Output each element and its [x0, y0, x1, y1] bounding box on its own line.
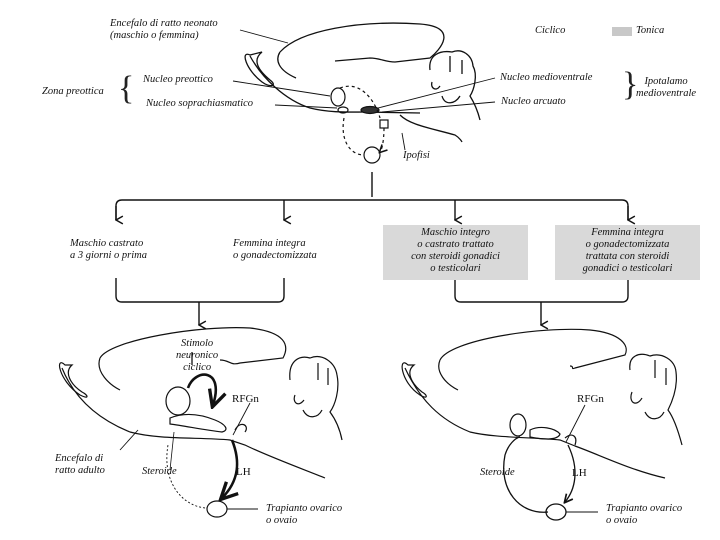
left-rfgn-label: RFGn: [232, 393, 259, 405]
condition-treated-male-box: Maschio integro o castrato trattato con …: [383, 225, 528, 280]
arcuate-nucleus-label: Nucleo arcuato: [501, 96, 566, 107]
adult-brain-label: Encefalo di ratto adulto: [55, 453, 105, 477]
neonatal-brain-title-line2: (maschio o femmina): [110, 30, 199, 41]
legend-tonic-swatch: [612, 27, 632, 36]
right-rfgn-label: RFGn: [577, 393, 604, 405]
condition-line: con steroidi gonadici: [411, 251, 500, 262]
hypothalamus-label-line1: Ipotalamo: [644, 76, 688, 87]
condition-line: o castrato trattato: [417, 239, 494, 250]
condition-line: o gonadectomizzata: [585, 239, 670, 250]
adult-brain-label-line2: ratto adulto: [55, 465, 105, 476]
condition-line: Maschio integro: [421, 227, 490, 238]
hypothalamus-label-line2: medioventrale: [636, 88, 697, 99]
condition-line: a 3 giorni o prima: [70, 250, 148, 261]
condition-treated-female-box: Femmina integra o gonadectomizzata tratt…: [555, 225, 700, 280]
legend-tonic-label: Tonica: [636, 25, 665, 36]
right-transplant-line2: o ovaio: [606, 515, 638, 526]
preoptic-zone-brace: {: [118, 70, 135, 107]
hypothalamus-brace: }: [622, 66, 639, 103]
condition-line: trattata con steroidi: [585, 251, 670, 262]
left-transplant-line1: Trapianto ovarico: [266, 503, 343, 514]
condition-line: Femmina integra: [591, 227, 664, 238]
left-lh-label: LH: [236, 466, 251, 478]
flow-connectors: [116, 172, 628, 325]
right-steroid-label: Steroide: [480, 467, 515, 478]
neonatal-brain-title-line1: Encefalo di ratto neonato: [110, 18, 218, 29]
neonatal-brain-outline: [244, 22, 481, 143]
preoptic-nucleus-label: Nucleo preottico: [143, 74, 213, 85]
legend-cyclic-label: Ciclico: [535, 25, 566, 36]
right-axis-loop: [503, 404, 598, 521]
right-lh-label: LH: [572, 467, 587, 479]
condition-line: gonadici o testicolari: [582, 263, 673, 274]
cyclic-stimulus-line3: ciclico: [183, 362, 212, 373]
preoptic-zone-label: Zona preottica: [42, 86, 104, 97]
condition-line: Maschio castrato: [70, 238, 144, 249]
left-transplant-label: Trapianto ovarico o ovaio: [266, 503, 342, 527]
cyclic-stimulus-line2: neuronico: [176, 350, 219, 361]
pituitary-label: Ipofisi: [403, 150, 430, 161]
hypothalamus-label: Ipotalamo medioventrale: [636, 76, 696, 100]
cyclic-stimulus-line1: Stimolo: [181, 338, 214, 349]
neonatal-nuclei: [330, 85, 389, 164]
left-steroid-label: Steroide: [142, 466, 177, 477]
adult-brain-left: [58, 327, 343, 479]
neonatal-brain-title: Encefalo di ratto neonato (maschio o fem…: [110, 18, 218, 42]
adult-brain-label-line1: Encefalo di: [55, 453, 104, 464]
cyclic-stimulus-label: Stimolo neuronico ciclico: [176, 338, 218, 374]
left-transplant-line2: o ovaio: [266, 515, 298, 526]
right-transplant-line1: Trapianto ovarico: [606, 503, 683, 514]
condition-castrated-male: Maschio castrato a 3 giorni o prima: [70, 238, 147, 262]
adult-brain-right: [401, 328, 683, 479]
condition-intact-female: Femmina integra o gonadectomizzata: [233, 238, 317, 262]
condition-line: o testicolari: [430, 263, 481, 274]
right-transplant-label: Trapianto ovarico o ovaio: [606, 503, 682, 527]
medioventral-nucleus-label: Nucleo medioventrale: [500, 72, 593, 83]
top-leader-lines: [232, 29, 496, 151]
condition-line: Femmina integra: [233, 238, 306, 249]
suprachiasmatic-nucleus-label: Nucleo soprachiasmatico: [146, 98, 254, 109]
left-axis-loop: [119, 352, 258, 518]
condition-line: o gonadectomizzata: [233, 250, 317, 261]
